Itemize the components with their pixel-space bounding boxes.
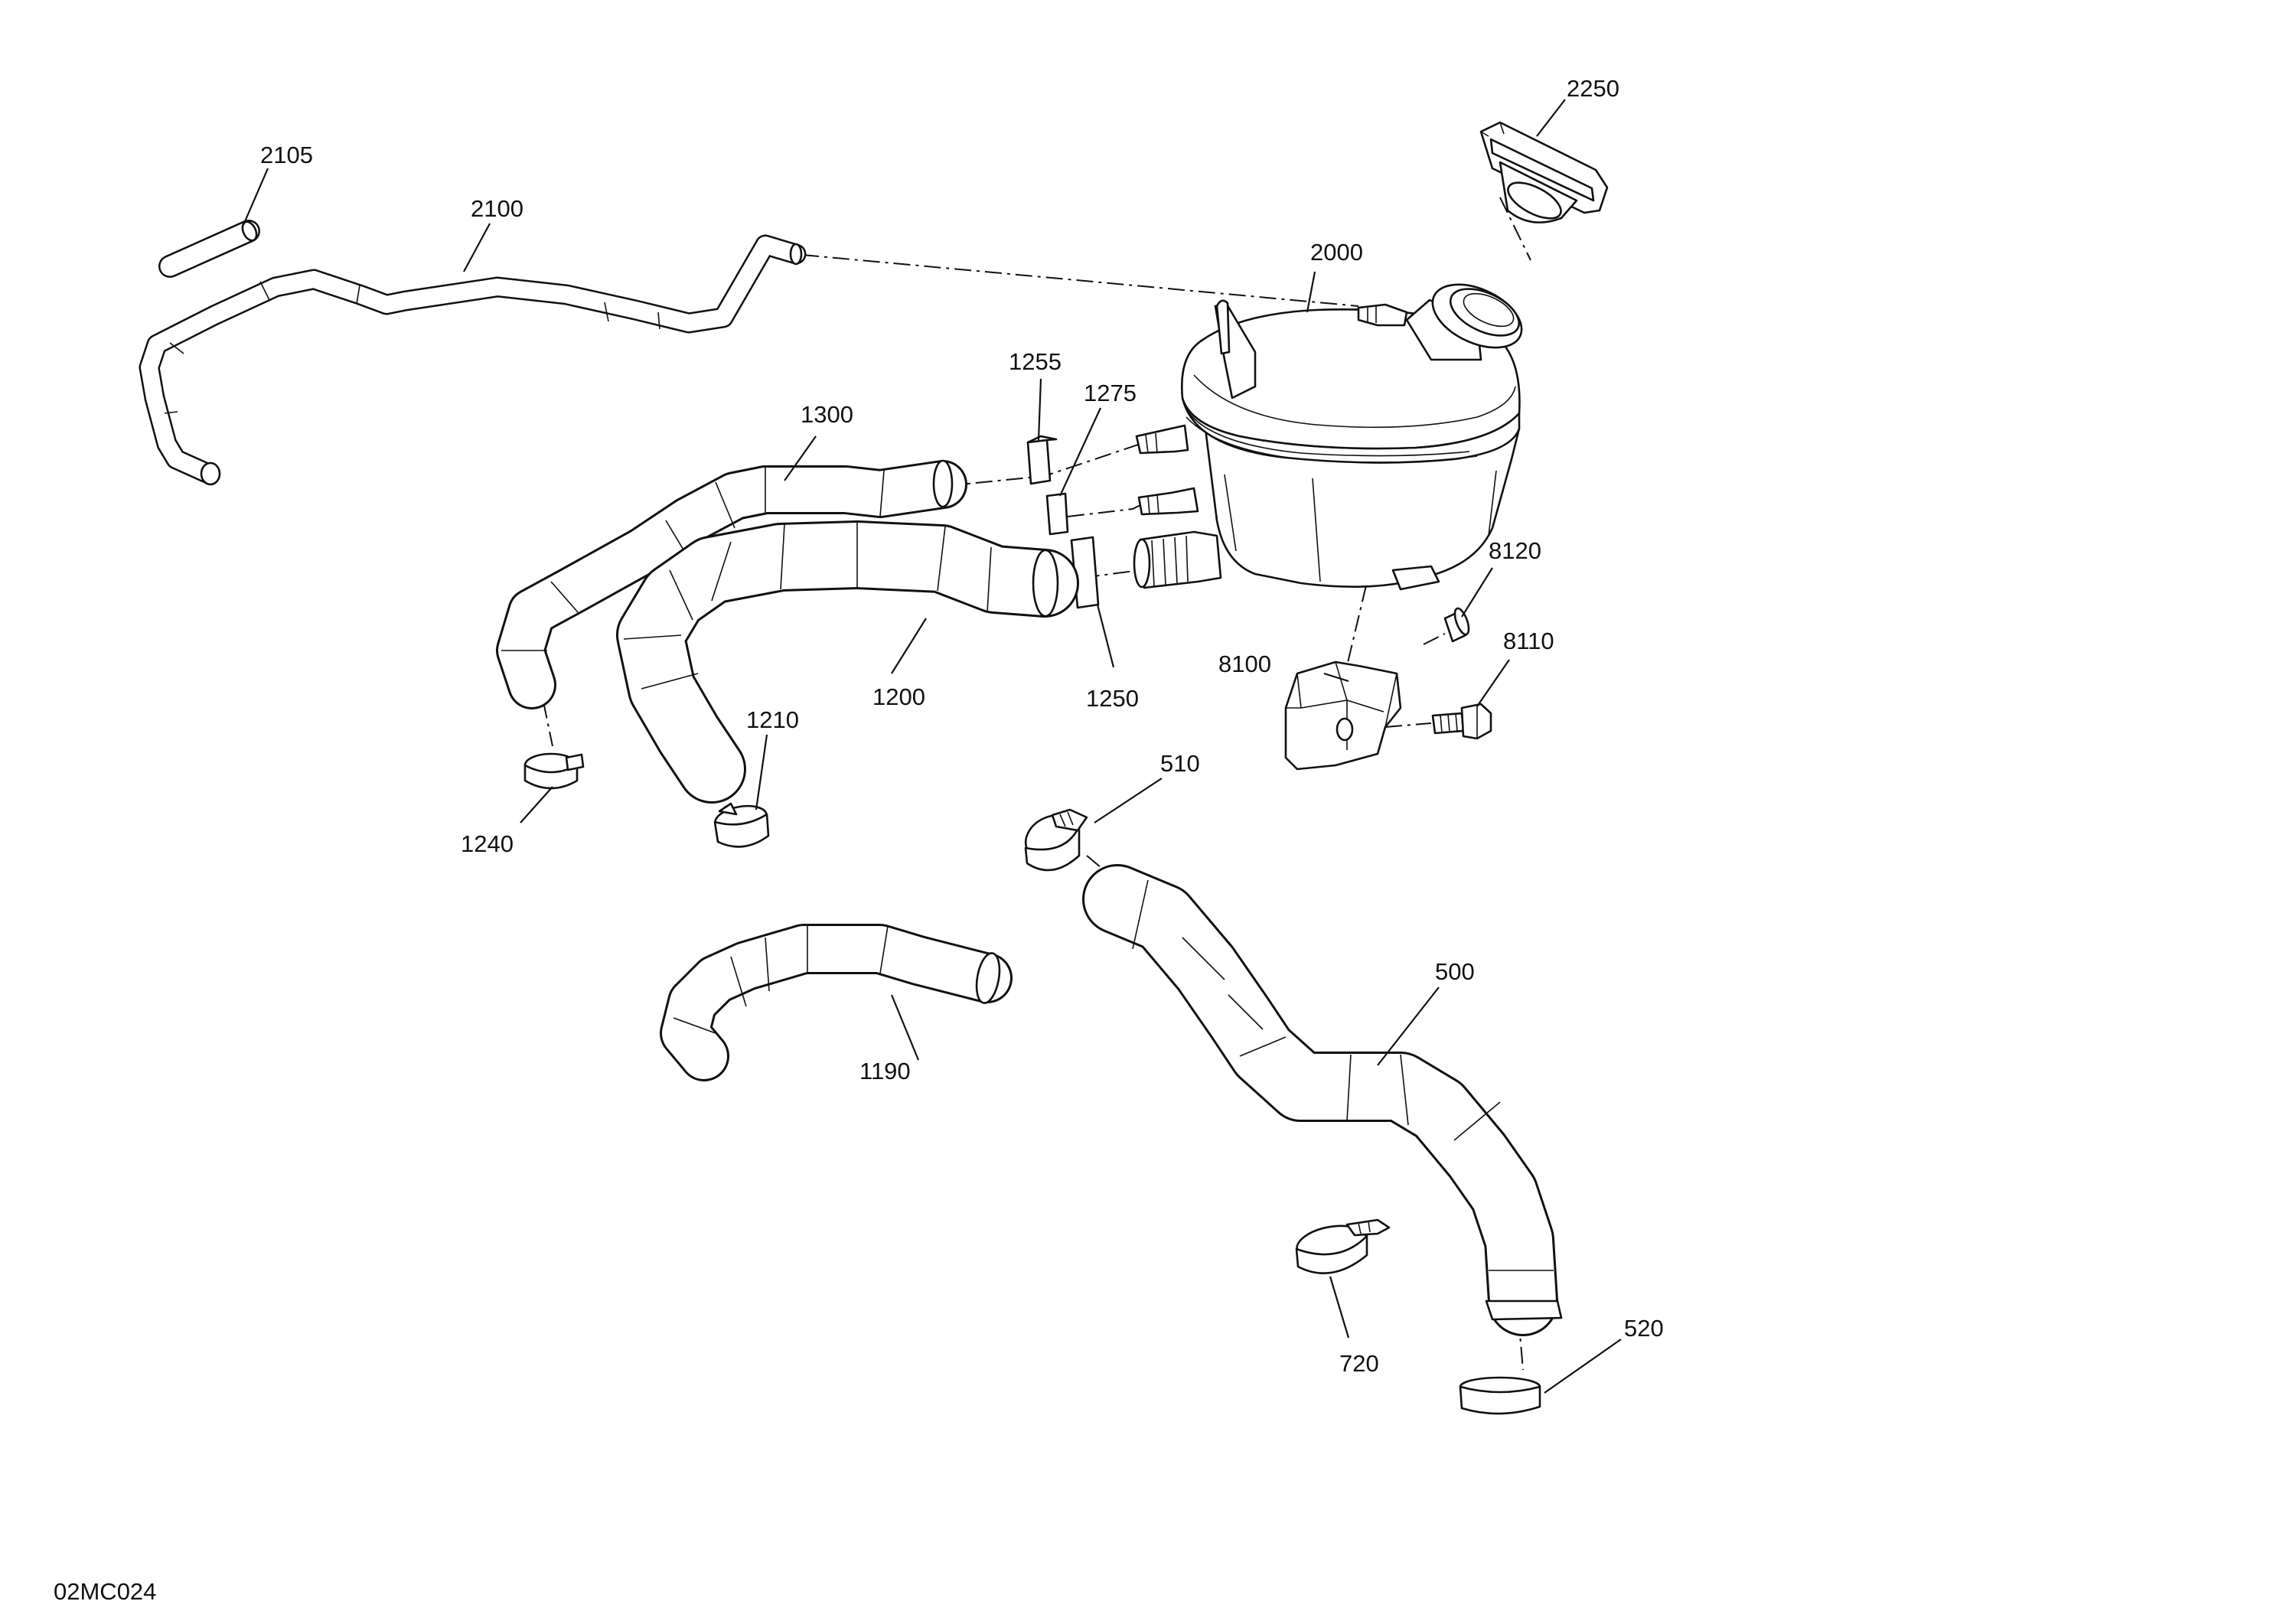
part-1210-clamp[interactable] [713,802,770,848]
callout-8100[interactable]: 8100 [1218,651,1271,677]
part-1255-fitting[interactable] [1026,435,1058,485]
part-2105-hose[interactable] [158,220,260,278]
part-2100-overflow-hose[interactable] [139,234,807,486]
callout-720[interactable]: 720 [1339,1350,1379,1377]
callout-2100[interactable]: 2100 [471,195,523,222]
part-8110-bolt[interactable] [1431,703,1492,740]
callout-500[interactable]: 500 [1435,958,1475,985]
callout-2105[interactable]: 2105 [260,142,313,168]
part-720-clamp[interactable] [1294,1218,1391,1274]
part-520-clamp[interactable] [1459,1376,1541,1415]
callout-2250[interactable]: 2250 [1567,75,1619,102]
callout-1240[interactable]: 1240 [461,830,514,857]
callout-leaders [242,99,1622,1394]
part-1200-hose[interactable] [616,520,1079,804]
part-1190-hose[interactable] [660,924,1013,1081]
callout-520[interactable]: 520 [1624,1315,1664,1342]
callout-1210[interactable]: 1210 [746,706,799,733]
part-8100-bracket[interactable] [1284,660,1402,771]
part-2250-cap[interactable] [1479,121,1609,226]
callout-labels: 2250 2105 2100 2000 1255 1275 1300 8120 … [260,75,1664,1377]
part-1300-hose[interactable] [496,459,967,709]
callout-8120[interactable]: 8120 [1489,537,1541,564]
callout-1255[interactable]: 1255 [1009,348,1062,375]
callout-1190[interactable]: 1190 [859,1058,911,1084]
part-500-hose[interactable] [1082,864,1563,1336]
callout-1200[interactable]: 1200 [872,683,925,710]
callout-1300[interactable]: 1300 [801,401,853,428]
part-1240-clamp[interactable] [523,752,585,790]
callout-8110[interactable]: 8110 [1503,628,1554,654]
part-8120-screw[interactable] [1443,607,1472,643]
part-2000-expansion-tank[interactable] [1133,272,1531,591]
callout-510[interactable]: 510 [1160,750,1200,777]
callout-2000[interactable]: 2000 [1310,239,1363,266]
callout-1275[interactable]: 1275 [1084,380,1137,406]
callout-1250[interactable]: 1250 [1086,685,1139,712]
part-510-clamp[interactable] [1019,807,1088,872]
reference-code: 02MC024 [54,1578,156,1605]
part-1275-fitting[interactable] [1045,492,1069,536]
